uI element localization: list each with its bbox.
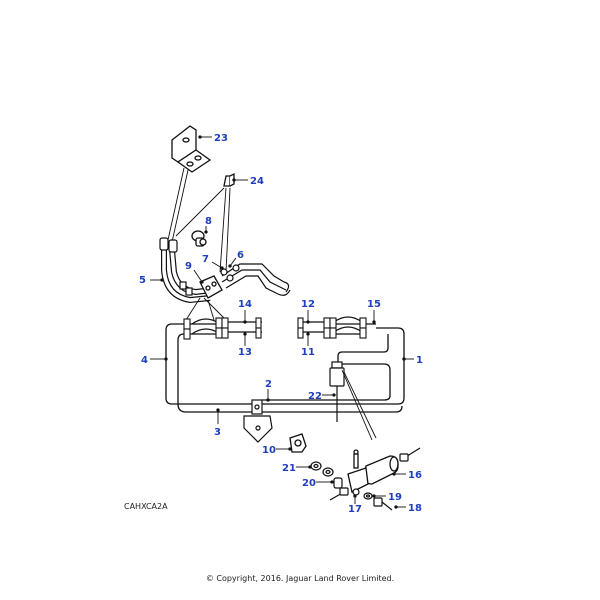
switch-leaders xyxy=(341,369,377,441)
diagram-reference-code: CAHXCA2A xyxy=(124,502,168,511)
grommet-part-10 xyxy=(289,433,307,453)
copyright-notice: © Copyright, 2016. Jaguar Land Rover Lim… xyxy=(205,574,395,583)
callout-22: 22 xyxy=(308,391,322,402)
callout-23: 23 xyxy=(214,133,228,144)
valve-body-part-16 xyxy=(347,449,399,493)
callout-5: 5 xyxy=(139,275,146,286)
callout-15: 15 xyxy=(367,299,381,310)
callout-14: 14 xyxy=(238,299,252,310)
callout-7: 7 xyxy=(202,254,209,265)
callout-13: 13 xyxy=(238,347,252,358)
callout-3: 3 xyxy=(214,427,221,438)
junction-leaders xyxy=(185,297,227,321)
callout-17: 17 xyxy=(348,504,362,515)
callout-4: 4 xyxy=(141,355,148,366)
main-brake-pipe-loop xyxy=(165,321,405,413)
washer-part-19 xyxy=(363,492,373,500)
clip-leaders xyxy=(175,187,231,273)
spacer-part-20 xyxy=(333,477,343,489)
bracket-part-23 xyxy=(171,125,212,173)
callout-11: 11 xyxy=(301,347,315,358)
callout-2: 2 xyxy=(265,379,272,390)
callout-9: 9 xyxy=(185,261,192,272)
callout-24: 24 xyxy=(250,176,264,187)
t-piece-part-2 xyxy=(243,399,273,443)
washers-part-21 xyxy=(310,461,334,477)
callout-18: 18 xyxy=(408,503,422,514)
bolt-part-18 xyxy=(373,497,393,511)
flexible-hoses-part-5 xyxy=(159,237,213,304)
callout-10: 10 xyxy=(262,445,276,456)
callout-1: 1 xyxy=(416,355,423,366)
bolt-part-17 xyxy=(329,487,360,501)
callout-21: 21 xyxy=(282,463,296,474)
pipe-unions xyxy=(183,317,367,340)
brake-pipes-part-6 xyxy=(221,263,291,296)
callout-19: 19 xyxy=(388,492,402,503)
callout-12: 12 xyxy=(301,299,315,310)
callout-20: 20 xyxy=(302,478,316,489)
callout-16: 16 xyxy=(408,470,422,481)
junction-block-part-9 xyxy=(199,275,223,299)
callout-6: 6 xyxy=(237,250,244,261)
bracket-leaders xyxy=(167,167,189,243)
bolt-part-16 xyxy=(399,447,421,462)
pressure-switch-part-22 xyxy=(329,361,345,422)
callout-leaders xyxy=(150,135,414,509)
callout-8: 8 xyxy=(205,216,212,227)
fitting-part-8 xyxy=(191,230,207,247)
pipe-nuts-part-7 xyxy=(220,264,240,282)
